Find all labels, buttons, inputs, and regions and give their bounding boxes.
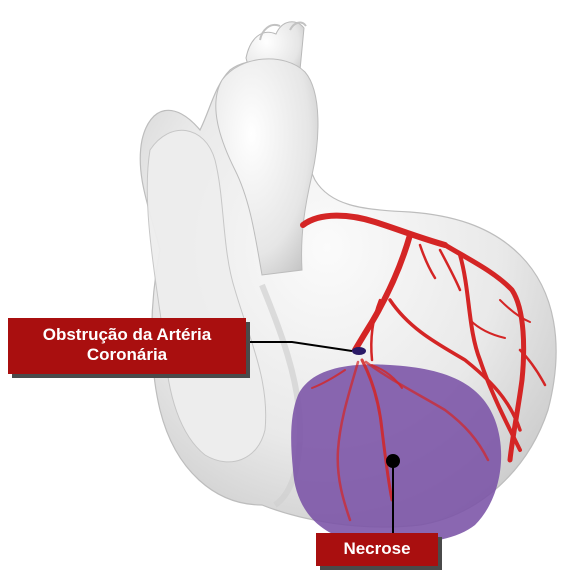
obstruction-label-line-2: Coronária bbox=[8, 345, 246, 365]
necrose-callout: Necrose bbox=[316, 533, 438, 566]
obstruction-callout: Obstrução da Artéria Coronária bbox=[8, 318, 246, 374]
obstruction-point bbox=[352, 347, 366, 355]
necrosis-area bbox=[291, 364, 501, 544]
obstruction-label-line-1: Obstrução da Artéria bbox=[8, 325, 246, 345]
